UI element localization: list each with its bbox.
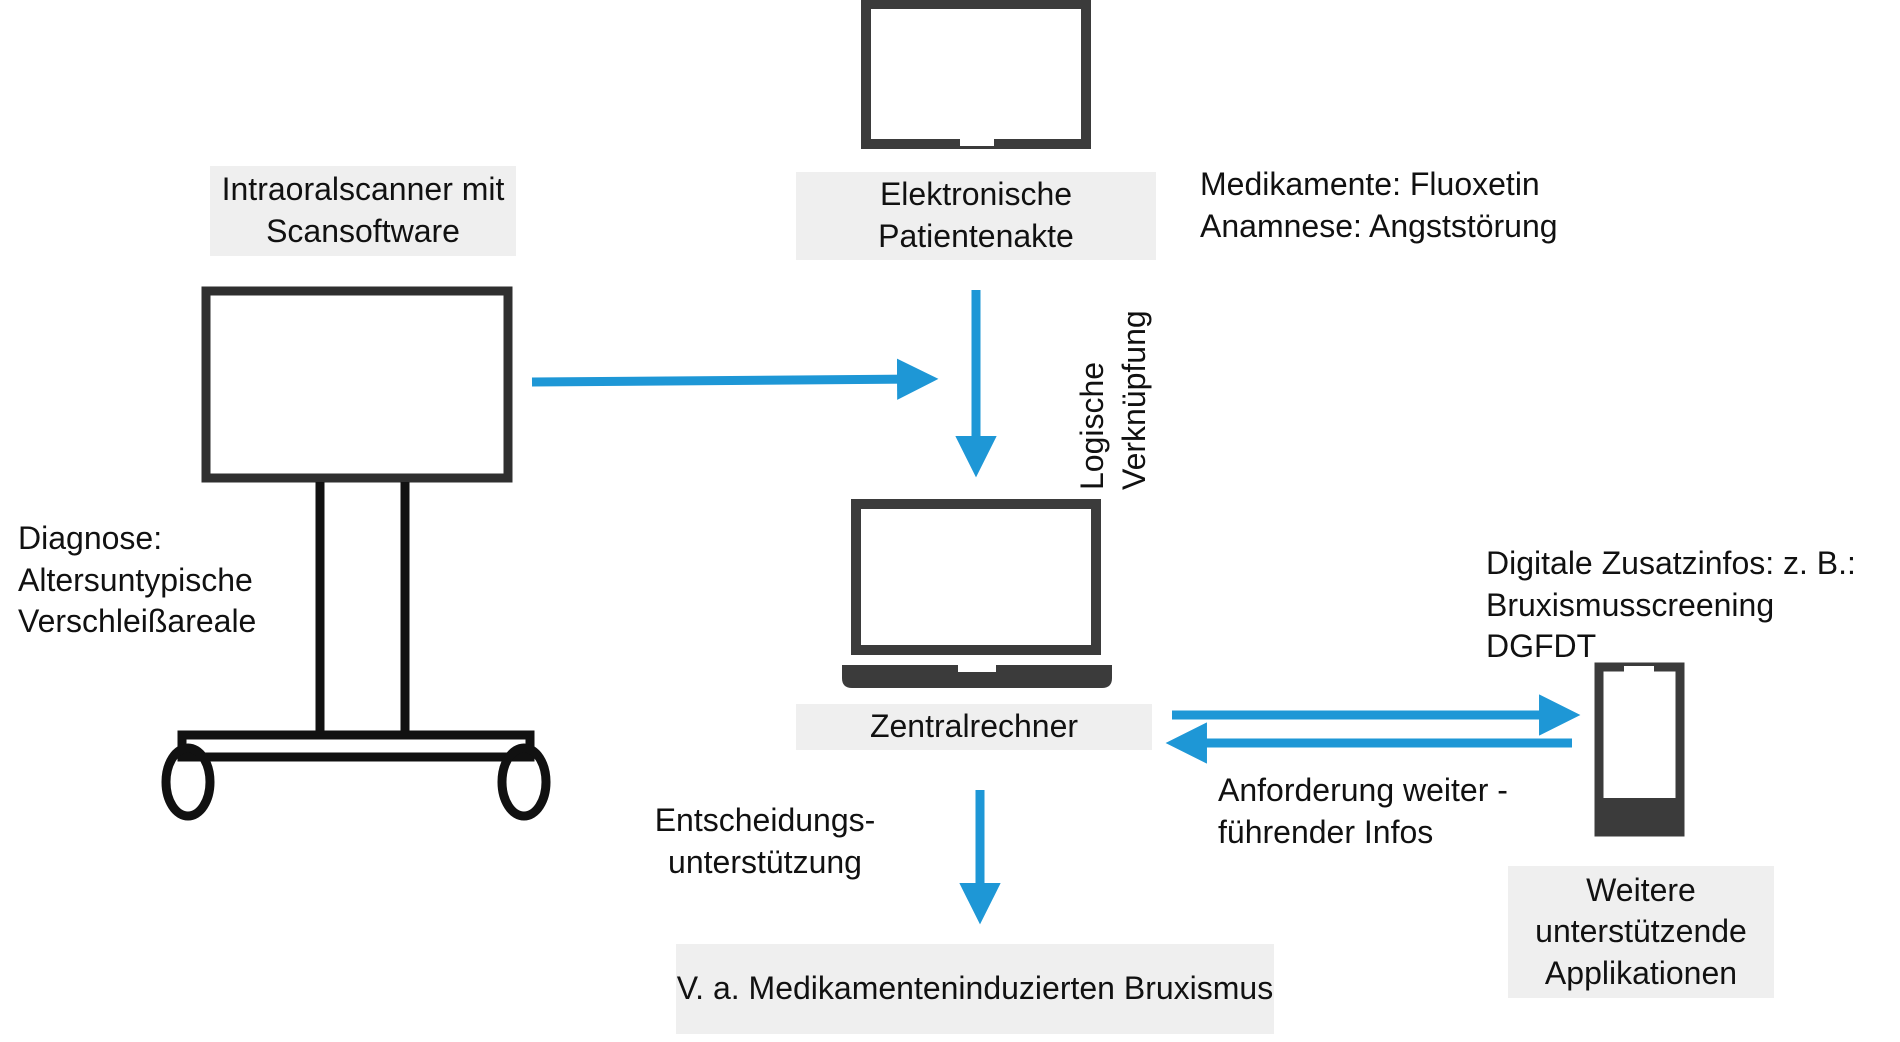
apps-label-line-3: Applikationen <box>1544 954 1738 991</box>
apps-label-line-1: Weitere <box>1586 871 1696 908</box>
link-label: Logische Verknüpfung <box>1072 290 1164 490</box>
laptop-icon <box>842 499 1112 688</box>
digital-info-line-3: DGFDT <box>1486 628 1597 665</box>
request-info-line-2: führender Infos <box>1218 813 1434 850</box>
medication-info-line-1: Medikamente: Fluoxetin <box>1200 166 1540 202</box>
epa-label-line-1: Elektronische <box>879 176 1073 213</box>
diagnosis-info-line-3: Verschleißareale <box>18 603 257 640</box>
diagnosis-info: Diagnose: Altersuntypische Verschleißare… <box>18 518 256 643</box>
digital-info: Digitale Zusatzinfos: z. B.: Bruxismussc… <box>1486 543 1856 668</box>
result-label-line-1: V. a. Medikamenteninduzierten <box>676 970 1115 1007</box>
link-label-line-1: Logische <box>1074 361 1110 490</box>
digital-info-line-1: Digitale Zusatzinfos: z. B.: <box>1486 545 1856 581</box>
request-info-line-1: Anforderung weiter - <box>1218 772 1508 808</box>
apps-label: Weitere unterstützende Applikationen <box>1508 866 1774 998</box>
apps-label-line-2: unterstützende <box>1535 913 1747 950</box>
scanner-label-line-1: Intraoralscanner <box>221 171 453 208</box>
scanner-label: Intraoralscanner mit Scansoftware <box>210 166 516 256</box>
scanner-label-line-2: mit Scansoftware <box>266 171 505 249</box>
medication-info-line-2: Anamnese: Angststörung <box>1200 207 1558 244</box>
request-info: Anforderung weiter - führender Infos <box>1218 770 1508 853</box>
link-label-line-2: Verknüpfung <box>1115 310 1152 490</box>
decision-label-line-2: unterstützung <box>668 843 862 880</box>
diagnosis-info-line-2: Altersuntypische <box>18 561 253 598</box>
medication-info: Medikamente: Fluoxetin Anamnese: Angstst… <box>1200 164 1558 247</box>
decision-label-line-1: Entscheidungs- <box>654 802 876 838</box>
digital-info-line-2: Bruxismusscreening <box>1486 586 1775 623</box>
epa-label: Elektronische Patientenakte <box>796 172 1156 260</box>
scanner-cart-icon <box>161 286 551 821</box>
diagnosis-info-line-1: Diagnose: <box>18 520 163 556</box>
result-label-line-2: Bruxismus <box>1123 970 1274 1007</box>
epa-label-line-2: Patientenakte <box>878 218 1074 254</box>
result-label: V. a. Medikamenteninduzierten Bruxismus <box>676 944 1274 1034</box>
central-label-text: Zentralrechner <box>869 708 1079 745</box>
arrows <box>531 290 1581 925</box>
decision-label: Entscheidungs- unterstützung <box>640 800 890 883</box>
arrow-scanner-to-central <box>531 358 939 400</box>
monitor-icon <box>861 0 1091 149</box>
central-label: Zentralrechner <box>796 704 1152 750</box>
smartphone-icon <box>1594 662 1685 837</box>
